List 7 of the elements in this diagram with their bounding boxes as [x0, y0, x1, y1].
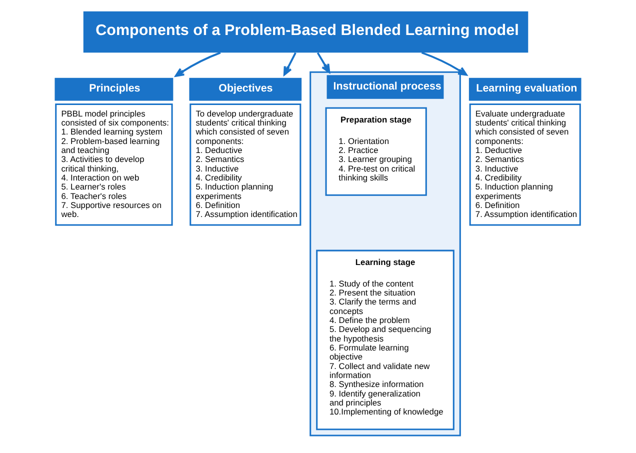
- arrow: [316, 52, 330, 74]
- node-box: Preparation stage 1. Orientation 2. Practice 3. Learner grouping 4. Pre-test on critical thinking skills: [325, 107, 427, 196]
- node-box: Learning stage 1. Study of the content 2. Present the situation 3. Clarify the terms and concepts 4. Define the problem 5. Develop and sequencing the hypothesis 6. Formulate learning objective 7. Collect and validate new information 8. Synthesize information 9. Identify generalization and principles 10.Implementing of knowledge: [316, 250, 454, 430]
- arrow: [174, 52, 221, 77]
- arrow: [421, 52, 468, 76]
- arrow: [283, 52, 296, 76]
- node-box: Components of a Problem-Based Blended Learning model: [83, 11, 528, 53]
